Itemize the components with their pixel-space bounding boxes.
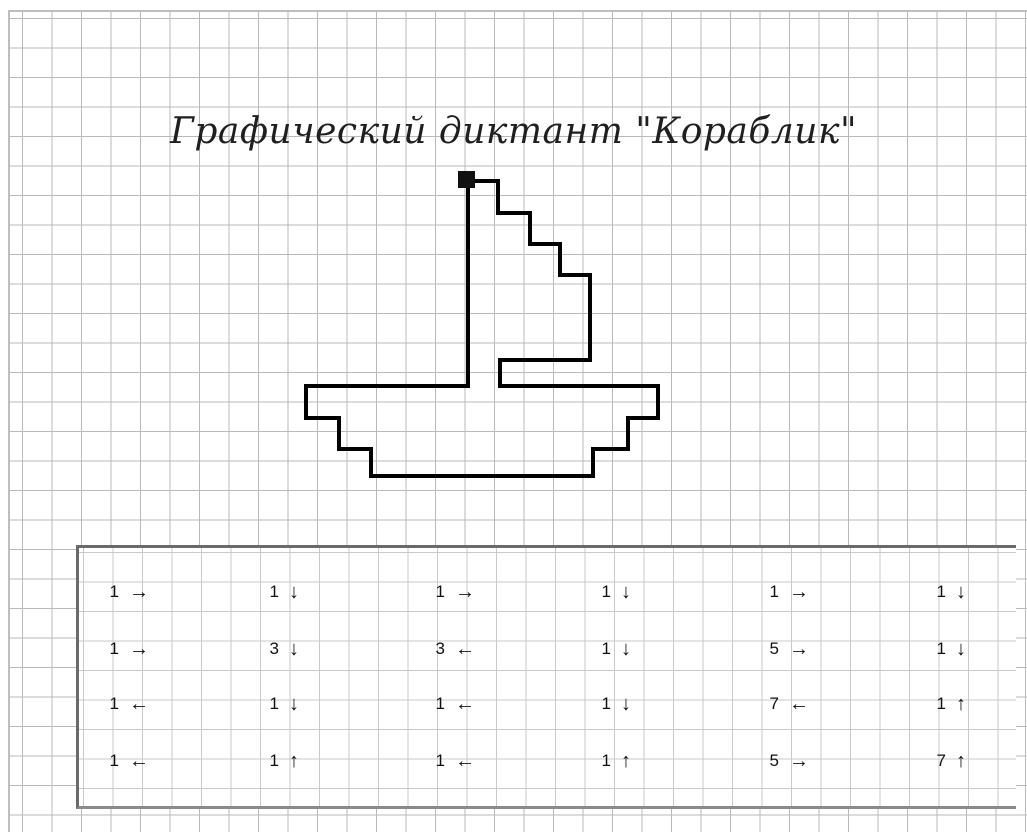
dictation-step: 5→: [755, 634, 815, 664]
step-count: 1: [110, 694, 119, 714]
dictation-step: 1↓: [255, 689, 315, 719]
dictation-step: 1→: [421, 577, 481, 607]
step-count: 1: [602, 751, 611, 771]
step-count: 1: [110, 639, 119, 659]
direction-arrow-icon: ←: [129, 751, 155, 771]
step-count: 1: [110, 751, 119, 771]
direction-arrow-icon: ↑: [956, 694, 982, 714]
direction-arrow-icon: →: [789, 751, 815, 771]
step-count: 1: [937, 582, 946, 602]
step-count: 5: [770, 639, 779, 659]
direction-arrow-icon: ↓: [621, 639, 647, 659]
direction-arrow-icon: ↓: [956, 639, 982, 659]
step-count: 1: [270, 582, 279, 602]
direction-arrow-icon: ←: [455, 639, 481, 659]
dictation-step: 1↓: [587, 634, 647, 664]
step-count: 1: [602, 639, 611, 659]
step-count: 1: [602, 694, 611, 714]
direction-arrow-icon: ←: [455, 751, 481, 771]
dictation-table: 1→1↓1→1↓1→1↓1→3↓3←1↓5→1↓1←1↓1←1↓7←1↑1←1↑…: [76, 545, 1016, 809]
dictation-step: 3↓: [255, 634, 315, 664]
dictation-step: 1↑: [922, 689, 982, 719]
start-point-marker: [458, 171, 475, 188]
dictation-step: 7↑: [922, 746, 982, 776]
dictation-step: 1→: [95, 577, 155, 607]
direction-arrow-icon: ↑: [289, 751, 315, 771]
step-count: 1: [110, 582, 119, 602]
step-count: 1: [436, 751, 445, 771]
direction-arrow-icon: →: [789, 639, 815, 659]
dictation-step: 1←: [95, 689, 155, 719]
step-count: 1: [270, 694, 279, 714]
dictation-step: 1↓: [922, 634, 982, 664]
dictation-step: 1↓: [922, 577, 982, 607]
step-count: 1: [436, 582, 445, 602]
step-count: 1: [770, 582, 779, 602]
dictation-step: 7←: [755, 689, 815, 719]
step-count: 3: [436, 639, 445, 659]
dictation-step: 1←: [421, 689, 481, 719]
direction-arrow-icon: →: [129, 582, 155, 602]
step-count: 1: [602, 582, 611, 602]
direction-arrow-icon: ←: [129, 694, 155, 714]
direction-arrow-icon: ↓: [621, 694, 647, 714]
boat-outline: [306, 181, 658, 476]
dictation-step: 5→: [755, 746, 815, 776]
dictation-step: 1↓: [587, 689, 647, 719]
dictation-step: 1←: [95, 746, 155, 776]
dictation-step: 1→: [95, 634, 155, 664]
direction-arrow-icon: →: [455, 582, 481, 602]
dictation-step: 1←: [421, 746, 481, 776]
dictation-step: 1↓: [255, 577, 315, 607]
direction-arrow-icon: ←: [455, 694, 481, 714]
step-count: 7: [937, 751, 946, 771]
direction-arrow-icon: →: [129, 639, 155, 659]
step-count: 1: [436, 694, 445, 714]
direction-arrow-icon: ↑: [956, 751, 982, 771]
grid-paper-sheet: Графический диктант "Кораблик" 1→1↓1→1↓1…: [8, 10, 1027, 832]
direction-arrow-icon: ↓: [289, 694, 315, 714]
direction-arrow-icon: →: [789, 582, 815, 602]
direction-arrow-icon: ↑: [621, 751, 647, 771]
dictation-step: 1→: [755, 577, 815, 607]
dictation-step: 1↑: [255, 746, 315, 776]
dictation-step: 1↓: [587, 577, 647, 607]
step-count: 3: [270, 639, 279, 659]
direction-arrow-icon: ↓: [289, 582, 315, 602]
direction-arrow-icon: ↓: [956, 582, 982, 602]
step-count: 5: [770, 751, 779, 771]
step-count: 7: [770, 694, 779, 714]
dictation-step: 3←: [421, 634, 481, 664]
step-count: 1: [937, 639, 946, 659]
dictation-step: 1↑: [587, 746, 647, 776]
direction-arrow-icon: ←: [789, 694, 815, 714]
direction-arrow-icon: ↓: [621, 582, 647, 602]
step-count: 1: [937, 694, 946, 714]
direction-arrow-icon: ↓: [289, 639, 315, 659]
step-count: 1: [270, 751, 279, 771]
